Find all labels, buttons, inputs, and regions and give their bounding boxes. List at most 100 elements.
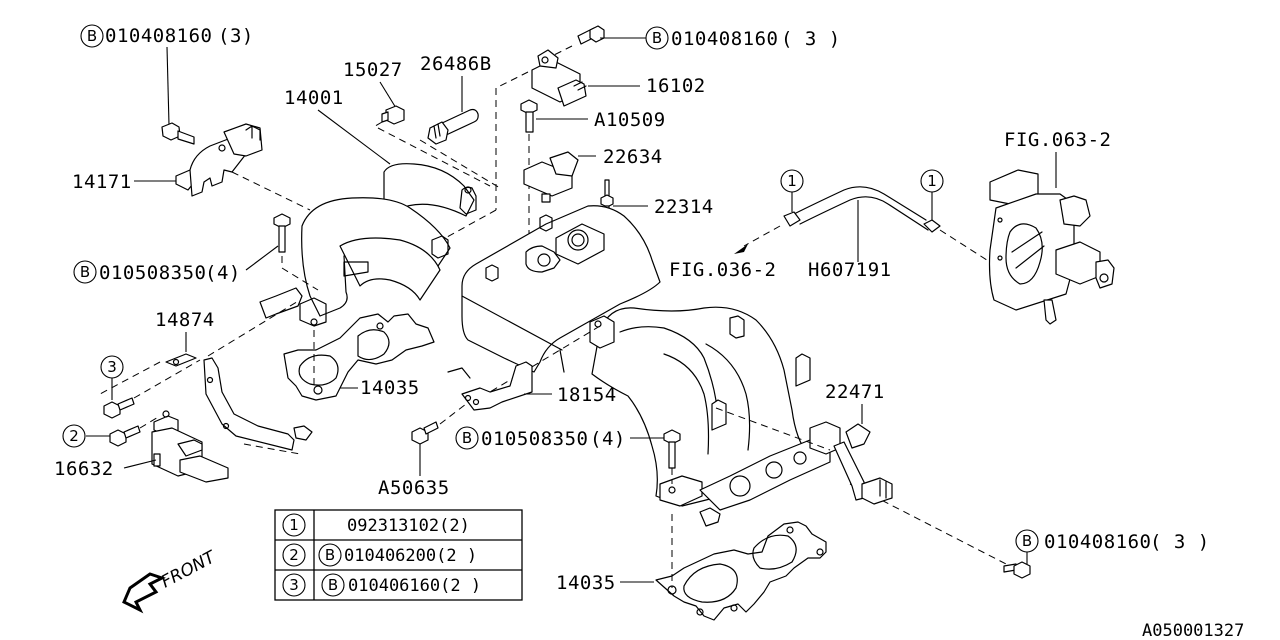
b-marker-icon — [318, 543, 342, 567]
svg-text:1: 1 — [787, 172, 797, 190]
ref-marker-1-right: 1 — [920, 169, 944, 193]
ref-marker-2: 2 — [62, 424, 86, 448]
part-label-22314[interactable]: 22314 — [654, 196, 714, 218]
pressure-sensor-22634[interactable] — [523, 151, 579, 203]
valve-16632[interactable] — [151, 410, 229, 483]
b-marker-icon — [1015, 529, 1039, 553]
assembly-dash-line — [743, 225, 781, 247]
hose-h607191[interactable] — [783, 186, 941, 233]
figure-ref-036-2[interactable]: FIG.036-2 — [669, 259, 776, 281]
part-label-14874[interactable]: 14874 — [155, 309, 215, 331]
legend-part-number: 010406160(2 ) — [348, 576, 481, 596]
b-marker-text: B — [87, 27, 97, 45]
svg-text:3: 3 — [289, 576, 299, 594]
intake-manifold-runners[interactable] — [589, 306, 841, 527]
arrow-icon — [734, 244, 748, 254]
part-label-h607191[interactable]: H607191 — [808, 259, 892, 281]
bolt-a50635[interactable] — [411, 421, 439, 445]
callout-bolt-top-left[interactable]: B 010408160 (3) — [80, 24, 254, 48]
intake-plenum[interactable] — [461, 205, 661, 373]
sensor-26486b[interactable] — [427, 108, 479, 145]
front-label: FRONT — [158, 547, 220, 593]
legend-row: 1 092313102(2) — [282, 513, 470, 537]
svg-text:1: 1 — [927, 172, 937, 190]
quantity-label: (4) — [590, 428, 626, 450]
assembly-dash-line — [207, 299, 301, 357]
throttle-body[interactable] — [988, 169, 1115, 325]
b-marker-text: B — [80, 263, 90, 281]
assembly-dash-line — [715, 407, 831, 451]
part-number-label: 010408160 — [105, 25, 212, 47]
assembly-dash-line — [231, 171, 311, 211]
callout-bolt-center-low[interactable]: B 010508350 (4) — [455, 426, 626, 450]
part-label-22634[interactable]: 22634 — [603, 146, 663, 168]
leader-line — [317, 109, 391, 165]
svg-text:1: 1 — [289, 516, 299, 534]
part-label-14035-left[interactable]: 14035 — [360, 377, 420, 399]
drawing-id: A050001327 — [1142, 621, 1244, 640]
callout-bolt-top-center[interactable]: B 010408160 ( 3 ) — [645, 26, 841, 50]
b-marker-icon — [645, 26, 669, 50]
leader-line — [166, 46, 170, 126]
b-marker-icon — [73, 260, 97, 284]
quantity-label: (3) — [218, 25, 254, 47]
ref-marker-1 — [282, 513, 306, 537]
part-label-15027[interactable]: 15027 — [343, 59, 403, 81]
bracket-14874[interactable] — [165, 353, 313, 451]
svg-text:2: 2 — [289, 546, 299, 564]
bolt-icon — [161, 122, 195, 145]
sensor-22471[interactable] — [833, 423, 893, 505]
front-direction-indicator: FRONT — [122, 547, 220, 614]
gasket-14035-bottom[interactable] — [655, 521, 827, 621]
bolt-icon — [273, 213, 291, 253]
part-label-16632[interactable]: 16632 — [54, 458, 114, 480]
legend-part-number: 010406200(2 ) — [344, 546, 477, 566]
part-label-14001[interactable]: 14001 — [284, 87, 344, 109]
reference-legend-table: 1 092313102(2) 2 B 010406200(2 ) 3 B 010… — [274, 509, 523, 601]
solenoid-16102[interactable] — [531, 49, 587, 107]
callout-bolt-bottom-right[interactable]: B 010408160 ( 3 ) — [1015, 529, 1210, 553]
b-marker-text: B — [652, 29, 662, 47]
assembly-dash-line — [419, 139, 501, 189]
legend-row: 3 B 010406160(2 ) — [282, 573, 481, 597]
part-label-a10509[interactable]: A10509 — [594, 109, 666, 131]
ref-marker-1-left: 1 — [780, 169, 804, 193]
figure-ref-063-2[interactable]: FIG.063-2 — [1004, 129, 1111, 151]
part-number-label: 010508350 — [481, 428, 588, 450]
ref-marker-3: 3 — [100, 355, 124, 379]
part-label-22471[interactable]: 22471 — [825, 381, 885, 403]
bolt-icon — [663, 429, 681, 469]
plug-15027[interactable] — [381, 105, 405, 125]
assembly-dash-line — [439, 403, 467, 425]
front-arrow-icon — [122, 572, 166, 614]
part-label-26486b[interactable]: 26486B — [420, 53, 492, 75]
b-marker-icon — [321, 573, 345, 597]
leader-line — [379, 81, 397, 109]
assembly-dash-line — [371, 121, 383, 129]
throttle-sensor-bracket-14171[interactable] — [175, 123, 263, 197]
quantity-label: ( 3 ) — [781, 28, 841, 50]
part-label-14171[interactable]: 14171 — [72, 171, 132, 193]
legend-part-number: 092313102(2) — [347, 516, 470, 536]
quantity-label: (4) — [205, 262, 241, 284]
part-label-18154[interactable]: 18154 — [557, 384, 617, 406]
svg-text:B: B — [325, 546, 335, 564]
bolt-a10509[interactable] — [520, 99, 538, 133]
part-label-16102[interactable]: 16102 — [646, 75, 706, 97]
part-label-a50635[interactable]: A50635 — [378, 477, 450, 499]
gasket-14035-left[interactable] — [283, 313, 435, 401]
part-number-label: 010408160 — [671, 28, 778, 50]
svg-text:2: 2 — [69, 427, 79, 445]
intake-manifold-left-14001[interactable] — [259, 163, 477, 327]
bracket-18154[interactable] — [447, 361, 533, 411]
b-marker-icon — [455, 426, 479, 450]
assembly-dash-line — [133, 359, 201, 399]
leader-line — [123, 459, 157, 469]
svg-text:B: B — [328, 576, 338, 594]
callout-bolt-left-mid[interactable]: B 010508350 (4) — [73, 260, 241, 284]
part-label-14035-bottom[interactable]: 14035 — [556, 572, 616, 594]
bolt-icon — [103, 397, 135, 419]
ref-marker-3 — [282, 573, 306, 597]
quantity-label: ( 3 ) — [1150, 531, 1210, 553]
